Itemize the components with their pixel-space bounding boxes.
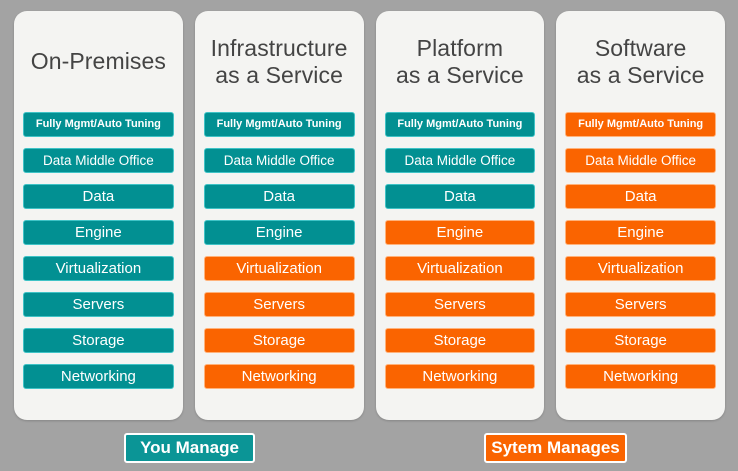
card-title-line1: Infrastructure [210, 34, 348, 61]
layer-row: Data [203, 184, 355, 209]
layer-row: Data [384, 184, 536, 209]
layer-row: Networking [565, 364, 716, 389]
layer-row: Engine [565, 220, 716, 245]
layer-row: Virtualization [23, 256, 174, 281]
layer-row: Data [565, 184, 716, 209]
layer-row: Fully Mgmt/Auto Tuning [203, 112, 355, 137]
layer-row: Virtualization [203, 256, 355, 281]
layer-row: Storage [23, 328, 174, 353]
layer-row: Storage [565, 328, 716, 353]
layer-row: Engine [203, 220, 355, 245]
layer-row: Engine [23, 220, 174, 245]
layer-row: Data Middle Office [384, 148, 536, 173]
legend-you-manage: You Manage [124, 433, 255, 463]
layer-row: Data Middle Office [565, 148, 716, 173]
layer-row: Data [23, 184, 174, 209]
layer-row: Storage [203, 328, 355, 353]
card-title-line2: as a Service [395, 61, 524, 88]
layer-row: Data Middle Office [23, 148, 174, 173]
layer-row: Servers [203, 292, 355, 317]
layer-row: Servers [23, 292, 174, 317]
layer-row: Fully Mgmt/Auto Tuning [384, 112, 536, 137]
layer-row: Fully Mgmt/Auto Tuning [565, 112, 716, 137]
legend-system-manages: Sytem Manages [484, 433, 627, 463]
layer-row: Servers [565, 292, 716, 317]
layer-row: Virtualization [384, 256, 536, 281]
card-title-line2: as a Service [215, 61, 343, 88]
card-title: On-Premises [23, 11, 174, 112]
layer-row: Networking [384, 364, 536, 389]
card-title-line1: On-Premises [30, 48, 167, 74]
layer-row: Virtualization [565, 256, 716, 281]
layer-row: Engine [384, 220, 536, 245]
layer-row: Fully Mgmt/Auto Tuning [23, 112, 174, 137]
layer-row: Networking [203, 364, 355, 389]
card-title-line2: as a Service [576, 61, 705, 88]
layer-row: Networking [23, 364, 174, 389]
card-title-line1: Platform [416, 34, 504, 61]
layer-row: Storage [384, 328, 536, 353]
card-title-line1: Software [594, 34, 687, 61]
layer-row: Servers [384, 292, 536, 317]
layer-row: Data Middle Office [203, 148, 355, 173]
